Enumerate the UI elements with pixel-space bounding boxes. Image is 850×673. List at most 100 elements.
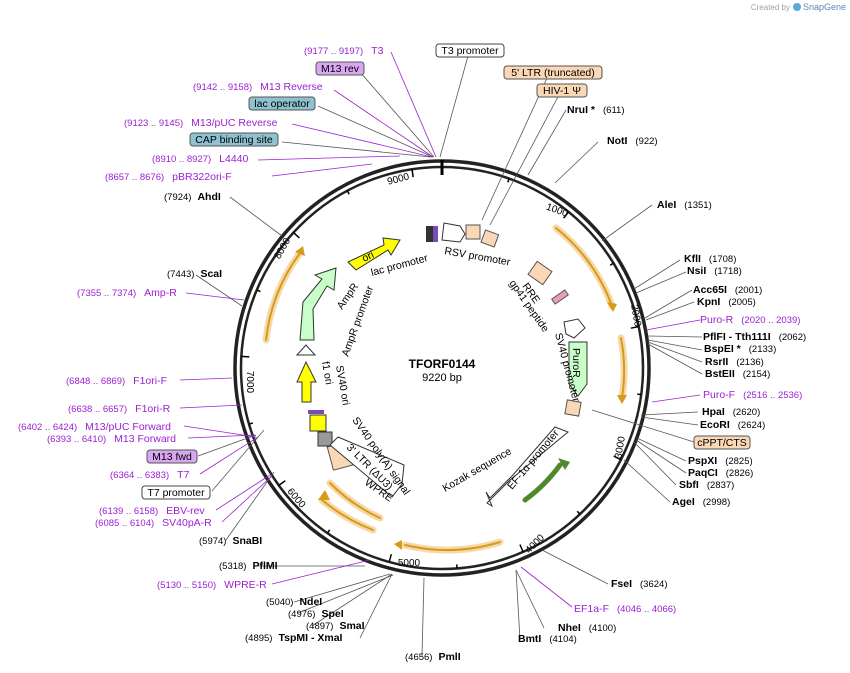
ltr5-label: 5' LTR (truncated)	[511, 67, 595, 79]
enzyme-pos-nsii: (1718)	[714, 266, 741, 277]
primer-pos-ef1a-f: (4046 .. 4066)	[617, 604, 676, 615]
enzyme-pos-kfli: (1708)	[709, 254, 736, 265]
m13rev-label: M13 rev	[321, 63, 360, 75]
enzyme-noti: NotI	[607, 135, 627, 147]
orf-arc-5-head	[318, 490, 330, 500]
primer-t3: T3	[371, 45, 383, 57]
primer-pos-m13-reverse: (9142 .. 9158)	[193, 82, 252, 93]
created-by-label: Created by	[751, 3, 790, 12]
enzyme-ahdi: AhdI	[197, 191, 220, 203]
ltr5-label-box	[503, 65, 603, 80]
enzyme-labels: NruI *(611)NotI(922)AleI(1351)KflI(1708)…	[164, 104, 806, 663]
tick-label-7000: 7000	[244, 371, 255, 394]
enzyme-scai: ScaI	[200, 268, 222, 280]
enzyme-tspmi-xmai: TspMI - XmaI	[278, 632, 342, 644]
orf-arc-4-line	[329, 482, 381, 519]
connector-lines	[179, 51, 703, 657]
snapgene-logo-icon	[793, 3, 801, 11]
ampr-arrow	[299, 267, 337, 341]
enzyme-pos-pmli: (4656)	[405, 652, 432, 663]
tick-mark	[609, 262, 614, 266]
orf-arc-5-line	[321, 499, 374, 531]
hiv-label-box	[536, 83, 588, 98]
gp41-box	[551, 289, 569, 305]
primer-wpre-r: WPRE-R	[224, 579, 267, 591]
lac-operator-box	[248, 96, 316, 111]
enzyme-agei: AgeI	[672, 496, 695, 508]
orf-arc-1-head	[607, 302, 617, 312]
enzyme-pos-bspei: (2133)	[749, 344, 776, 355]
enzyme-hpai: HpaI	[702, 406, 725, 418]
enzyme-pos-alei: (1351)	[684, 200, 711, 211]
orf-arc-2-line	[620, 337, 626, 399]
cppt-label-box	[693, 435, 751, 450]
enzyme-pos-bsteii: (2154)	[743, 369, 770, 380]
sv40-polya-box	[317, 431, 333, 447]
f1-ori-label: f1 ori	[319, 360, 335, 385]
ampr-promoter-arrow	[295, 344, 317, 356]
tick-mark	[256, 289, 261, 293]
tick-mark	[292, 232, 300, 239]
brand-label: SnapGene	[803, 2, 846, 12]
enzyme-nhei: NheI	[558, 622, 581, 634]
enzyme-bmti: BmtI	[518, 633, 541, 645]
primer-pos-wpre-r: (5130 .. 5150)	[157, 580, 216, 591]
tick-label-3000: 3000	[613, 435, 628, 459]
primer-pos-l4440: (8910 .. 8927)	[152, 154, 211, 165]
enzyme-pos-pflmi: (5318)	[219, 561, 246, 572]
tick-mark	[576, 510, 581, 515]
primer-f1ori-r: F1ori-R	[135, 403, 170, 415]
primer-pos-puro-f: (2516 .. 2536)	[743, 390, 802, 401]
orf-arc-6-line	[265, 252, 301, 341]
cppt-label: cPPT/CTS	[697, 437, 747, 449]
primer-pos-t3: (9177 .. 9197)	[304, 46, 363, 57]
enzyme-pos-ecori: (2624)	[738, 420, 765, 431]
primer-m13-reverse: M13 Reverse	[260, 81, 323, 93]
rsv-promoter-label: RSV promoter	[443, 245, 511, 268]
ori-label: ori	[360, 249, 376, 265]
tick-label-2000: 2000	[628, 304, 643, 328]
enzyme-kpni: KpnI	[697, 296, 720, 308]
primer-pos-m13-puc-forward: (6402 .. 6424)	[18, 422, 77, 433]
primer-pos-ebv-rev: (6139 .. 6158)	[99, 506, 158, 517]
hiv-label: HIV-1 Ψ	[543, 85, 581, 97]
enzyme-pos-nhei: (4100)	[589, 623, 616, 634]
tick-mark	[637, 393, 642, 396]
hiv-box	[480, 229, 500, 248]
ef1a-arc	[522, 462, 563, 503]
primer-m13-puc-forward: M13/pUC Forward	[85, 421, 171, 433]
boxed-labels: T3 promoter 5' LTR (truncated) HIV-1 Ψ c…	[141, 43, 751, 500]
primer-pos-f1ori-r: (6638 .. 6657)	[68, 404, 127, 415]
enzyme-ndei: NdeI	[299, 596, 322, 608]
ef1a-arc-head	[558, 458, 570, 470]
enzyme-nrui: NruI *	[567, 104, 596, 116]
enzyme-pos-tspmi-xmai: (4895)	[245, 633, 272, 644]
lac-operator-block	[433, 226, 438, 242]
cap-label: CAP binding site	[195, 134, 273, 146]
enzyme-pos-pflfi-tth111i: (2062)	[779, 332, 806, 343]
enzyme-snabi: SnaBI	[232, 535, 262, 547]
primer-m13-forward: M13 Forward	[114, 433, 176, 445]
enzyme-pspxi: PspXI	[688, 455, 717, 467]
lac-promoter-block	[426, 226, 433, 242]
primer-pos-sv40pa-r: (6085 .. 6104)	[95, 518, 154, 529]
m13fwd-box	[146, 449, 198, 464]
enzyme-smai: SmaI	[339, 620, 364, 632]
tick-label-5000: 5000	[398, 558, 421, 569]
sv40-ori-label: SV40 ori	[333, 364, 352, 406]
enzyme-bspei: BspEI *	[704, 343, 742, 355]
orf-arc-6-head	[295, 246, 305, 256]
enzyme-acc65i: Acc65I	[693, 284, 727, 296]
ef1a-label: EF-1α promoter	[505, 427, 562, 492]
sv40-promoter-arrow	[563, 318, 586, 339]
puror-label: PuroR	[570, 348, 582, 378]
ef1a-promoter-arrow	[485, 426, 569, 508]
inner-features	[295, 222, 588, 508]
plasmid-name: TFORF0144	[409, 357, 476, 371]
tick-label-8000: 8000	[273, 236, 294, 261]
enzyme-pos-agei: (2998)	[703, 497, 730, 508]
primer-pbr322ori-f: pBR322ori-F	[172, 171, 232, 183]
primer-l4440: L4440	[219, 153, 248, 165]
tick-mark	[613, 455, 622, 461]
